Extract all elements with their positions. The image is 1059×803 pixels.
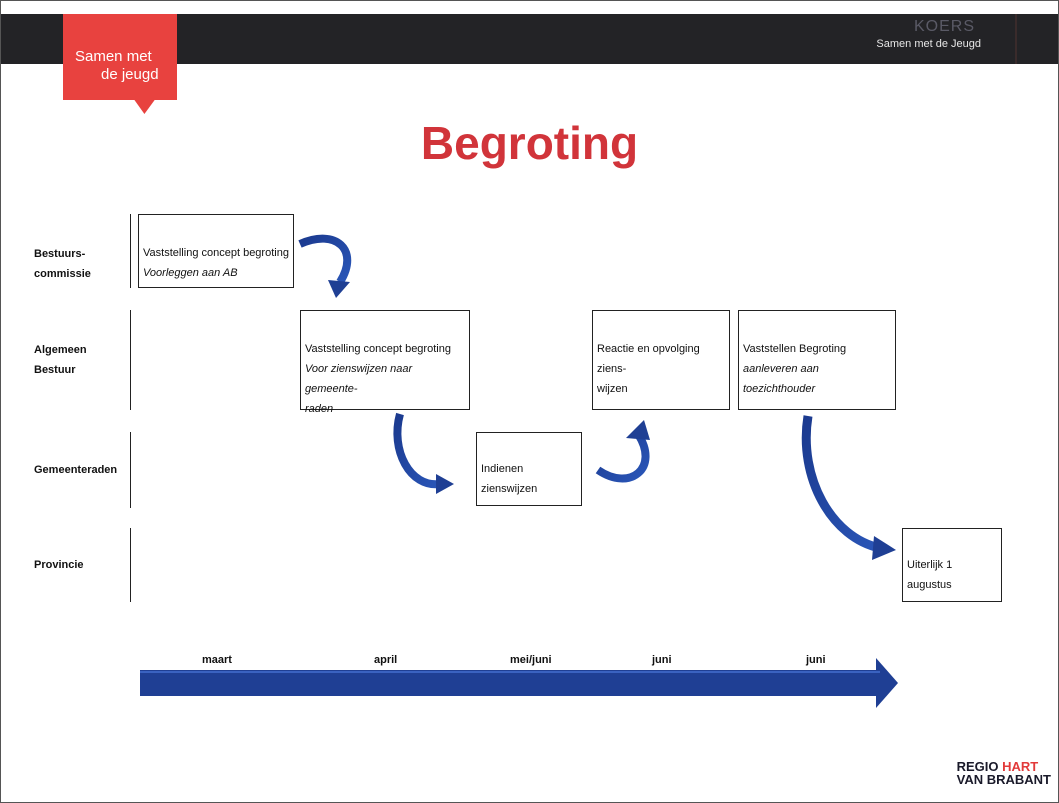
box-vaststellen-begroting: Vaststellen Begroting aanleveren aan toe… <box>738 310 896 410</box>
box-text: Vaststellen Begroting <box>743 343 847 355</box>
curved-arrow-1-head <box>328 280 350 298</box>
header-subtitle: Samen met de Jeugd <box>876 38 981 50</box>
logo-text: REGIO <box>956 759 999 774</box>
box-text: Uiterlijk 1 augustus <box>907 559 953 591</box>
row-label-bestuurscommissie: Bestuurs- commissie <box>34 244 91 284</box>
curved-arrow-2-head <box>436 474 454 494</box>
page-title: Begroting <box>420 117 639 169</box>
curved-arrow-2 <box>393 412 441 489</box>
box-text: Vaststelling concept begroting <box>143 247 289 259</box>
box-text-italic: Voorleggen aan AB <box>143 267 238 279</box>
header-edge-divider <box>1015 14 1017 64</box>
logo-text: VAN <box>956 772 984 787</box>
curved-arrow-4 <box>801 415 882 553</box>
timeline-arrowhead <box>876 658 898 708</box>
logo-text: BRABANT <box>986 772 1051 787</box>
row-label-line: Bestuurs- <box>34 248 86 260</box>
row-separator <box>130 432 131 508</box>
row-label-algemeen-bestuur: Algemeen Bestuur <box>34 340 87 380</box>
regio-hart-van-brabant-logo: REGIO HART VAN BRABANT <box>957 760 1051 786</box>
row-label-line: commissie <box>34 268 91 280</box>
row-separator <box>130 310 131 410</box>
row-label-gemeenteraden: Gemeenteraden <box>34 460 117 480</box>
box-uiterlijk-augustus: Uiterlijk 1 augustus <box>902 528 1002 602</box>
box-text: Indienen zienswijzen <box>481 463 538 495</box>
logo-text: HART <box>1002 759 1039 774</box>
box-text: Reactie en opvolging ziens- <box>597 343 700 375</box>
box-indienen-zienswijzen: Indienen zienswijzen <box>476 432 582 506</box>
timeline-label-juni-1: juni <box>652 654 672 666</box>
curved-arrow-3 <box>595 431 650 483</box>
box-ab-concept: Vaststelling concept begroting Voor zien… <box>300 310 470 415</box>
badge-line-1: Samen met <box>75 48 152 65</box>
header-title: KOERS <box>913 18 975 35</box>
row-separator <box>130 214 131 288</box>
timeline-label-juni-2: juni <box>806 654 826 666</box>
badge-line-2: de jeugd <box>101 66 159 83</box>
box-text-italic: aanleveren aan toezichthouder <box>743 363 819 395</box>
row-label-line: Gemeenteraden <box>34 464 118 476</box>
box-text: Vaststelling concept begroting <box>305 343 451 355</box>
row-label-provincie: Provincie <box>34 555 84 575</box>
timeline-label-mei-juni: mei/juni <box>510 654 552 666</box>
curved-arrow-1 <box>298 234 352 285</box>
timeline-label-april: april <box>374 654 398 666</box>
box-text: wijzen <box>597 383 628 395</box>
brand-badge: Samen met de jeugd <box>63 14 177 100</box>
timeline-bar <box>140 670 880 696</box>
box-bestuurscommissie-concept: Vaststelling concept begroting Voorlegge… <box>138 214 294 288</box>
timeline-label-maart: maart <box>202 654 232 666</box>
curved-arrow-3-head <box>626 420 650 440</box>
row-label-line: Bestuur <box>34 364 76 376</box>
row-separator <box>130 528 131 602</box>
row-label-line: Algemeen <box>34 344 87 356</box>
curved-arrow-4-head <box>872 536 896 560</box>
box-reactie-opvolging: Reactie en opvolging ziens- wijzen <box>592 310 730 410</box>
box-text-italic: Voor zienswijzen naar gemeente- <box>305 363 413 395</box>
row-label-line: Provincie <box>34 559 84 571</box>
box-text-italic: raden <box>305 403 334 415</box>
